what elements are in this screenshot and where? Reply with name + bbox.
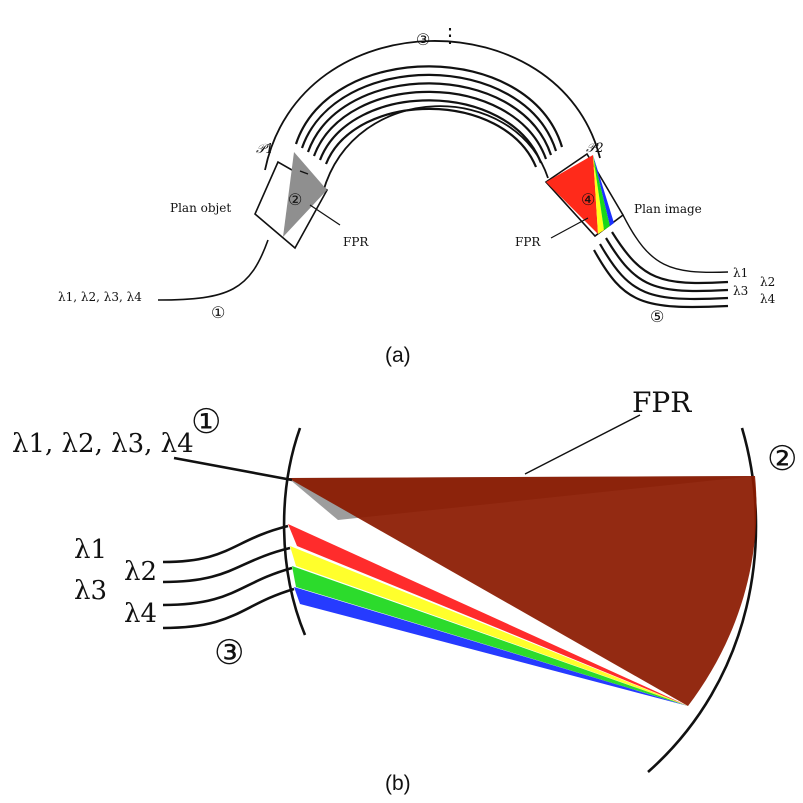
- output-lambda2-b: λ2: [124, 557, 157, 587]
- arch-inner: [322, 105, 549, 193]
- yellow-wedge: [593, 155, 604, 234]
- input-label-a: λ1, λ2, λ3, λ4: [58, 290, 142, 304]
- output-lambda4-b: λ4: [124, 599, 157, 629]
- output-lambda3-b: λ3: [74, 576, 107, 606]
- green-wedge: [593, 155, 610, 230]
- fpr-right-leader: [550, 217, 589, 239]
- arch-outer: [264, 40, 601, 171]
- ellipsis-a: ⋮: [440, 23, 460, 47]
- caption-a: (a): [385, 344, 411, 367]
- caption-b: (b): [385, 772, 411, 795]
- input-label-b: λ1, λ2, λ3, λ4: [12, 429, 194, 459]
- input-fiber-b: [173, 456, 293, 482]
- p1-label: 𝒫1: [256, 142, 274, 157]
- output-sheath-a: [622, 214, 729, 274]
- output-lambda4-a: λ4: [760, 292, 776, 306]
- object-plane-label: Plan objet: [170, 201, 231, 215]
- output-fibers-a: [593, 231, 729, 309]
- fpr-right-label: FPR: [515, 235, 541, 249]
- marker-2-b: ②: [767, 439, 797, 479]
- yellow-beam: [290, 546, 688, 706]
- fpr-left-triangle: [283, 152, 327, 237]
- fiber-bundle: [294, 65, 564, 168]
- output-lambda2-a: λ2: [760, 275, 775, 289]
- fpr-left-leader: [309, 204, 341, 226]
- right-mirror-arc: [647, 427, 758, 773]
- fpr-left-label: FPR: [343, 235, 369, 249]
- left-lantern-dash: [299, 170, 309, 175]
- left-mirror-arc: [282, 427, 307, 636]
- p2-label: 𝒫2: [586, 141, 604, 156]
- image-plane-label: Plan image: [634, 202, 702, 216]
- output-lambda1-b: λ1: [74, 535, 107, 565]
- output-lambda3-a: λ3: [733, 284, 748, 298]
- marker-3-b: ③: [214, 633, 244, 673]
- marker-2-a: ②: [288, 190, 302, 209]
- fpr-label-b: FPR: [632, 386, 692, 419]
- output-fibers-b: [162, 524, 295, 630]
- green-beam: [292, 566, 688, 706]
- marker-4-a: ④: [581, 190, 595, 209]
- fpr-leader-b: [524, 414, 641, 475]
- marker-3-a: ③: [416, 30, 430, 49]
- blue-beam: [294, 587, 688, 706]
- marker-5-a: ⑤: [650, 307, 664, 326]
- red-wedge: [546, 155, 598, 234]
- marker-1-a: ①: [211, 303, 225, 322]
- input-fiber-a: [157, 239, 269, 301]
- panel-b: FPR λ1, λ2, λ3, λ4 ① ② ③ λ1 λ2 λ3 λ4 (b): [12, 386, 797, 795]
- blue-wedge: [593, 155, 614, 226]
- panel-a: 𝒫1 𝒫2 Plan objet Plan image FPR FPR λ1, …: [58, 23, 776, 367]
- output-lambda1-a: λ1: [733, 266, 748, 280]
- left-lantern: [254, 152, 329, 250]
- marker-1-b: ①: [191, 402, 221, 442]
- dark-red-region: [288, 476, 757, 706]
- red-beam: [288, 524, 688, 706]
